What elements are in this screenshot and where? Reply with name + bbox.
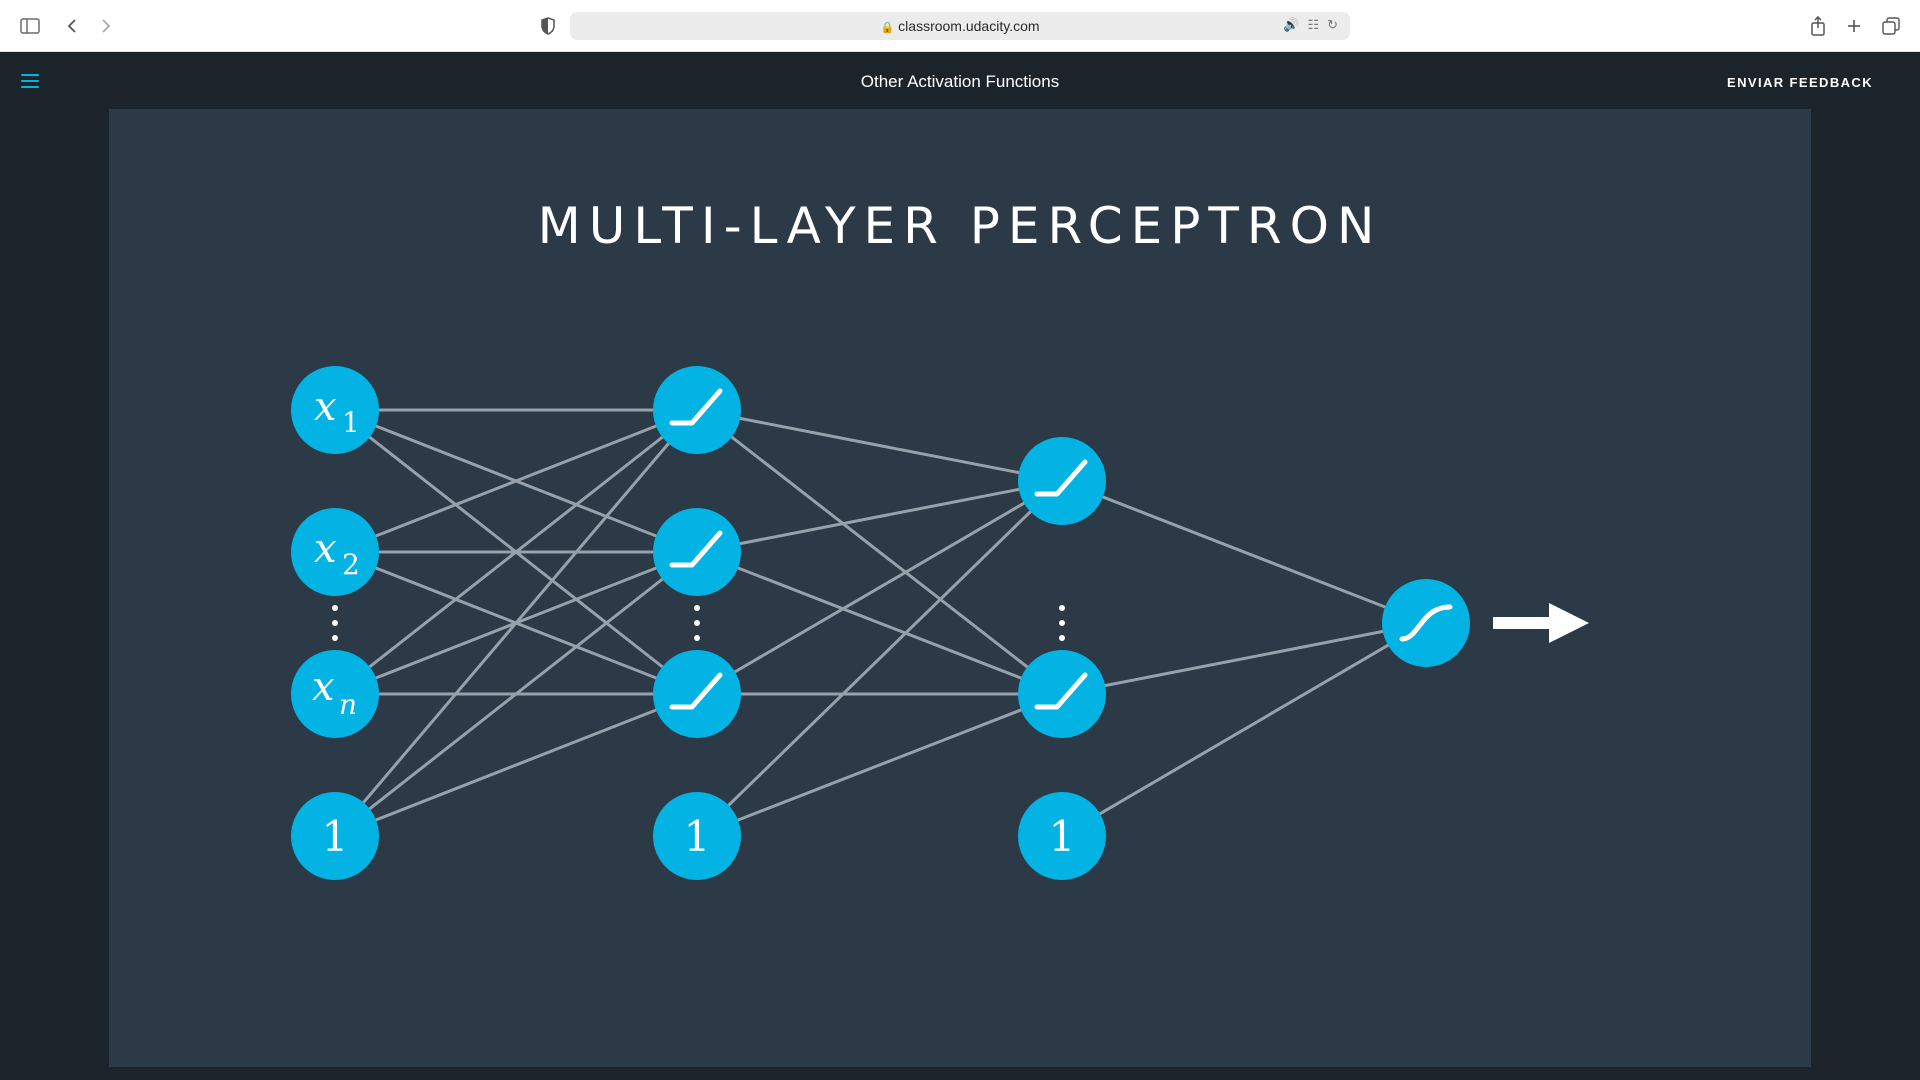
privacy-shield-icon[interactable] [536,14,560,38]
input-node-xn: x n [291,650,379,738]
relu-node [653,366,741,454]
sigmoid-output-node [1382,579,1470,667]
relu-node [653,508,741,596]
video-player[interactable]: MULTI-LAYER PERCEPTRON [109,109,1811,1067]
bias-node-hidden1: 1 [653,792,741,880]
lock-icon: 🔒 [880,22,895,34]
sidebar-toggle-icon[interactable] [18,14,42,38]
bias-node-hidden2: 1 [1018,792,1106,880]
perceptron-diagram: x 1 x 2 x n 1 [291,366,1589,880]
input-var-label: x [312,664,335,710]
output-arrow-icon [1493,603,1589,643]
input-var-label: x [314,384,337,430]
classroom-header: Other Activation Functions ENVIAR FEEDBA… [0,52,1920,109]
bias-label: 1 [684,812,711,861]
forward-icon[interactable] [94,14,118,38]
send-feedback-button[interactable]: ENVIAR FEEDBACK [1727,75,1873,90]
input-subscript: n [339,688,357,721]
bias-label: 1 [322,812,349,861]
url-text: classroom.udacity.com [898,18,1040,34]
input-var-label: x [314,526,337,572]
menu-icon[interactable] [21,73,39,89]
slide-title: MULTI-LAYER PERCEPTRON [537,197,1383,255]
new-tab-icon[interactable] [1842,14,1866,38]
back-icon[interactable] [60,14,84,38]
input-subscript: 1 [342,406,360,439]
share-icon[interactable] [1806,14,1830,38]
ellipsis-dots [332,605,1065,641]
address-bar[interactable]: 🔒classroom.udacity.com 🔊 ☷ ↻ [570,12,1350,40]
audio-icon[interactable]: 🔊 [1283,17,1300,32]
relu-node [1018,437,1106,525]
tab-overview-icon[interactable] [1879,14,1903,38]
input-node-x2: x 2 [291,508,379,596]
reload-icon[interactable]: ↻ [1327,17,1338,32]
network-edges [333,408,1427,838]
page-title: Other Activation Functions [860,72,1060,91]
input-subscript: 2 [342,548,360,581]
relu-node [1018,650,1106,738]
browser-toolbar: 🔒classroom.udacity.com 🔊 ☷ ↻ [0,0,1920,52]
bias-node-input: 1 [291,792,379,880]
relu-node [653,650,741,738]
bias-label: 1 [1049,812,1076,861]
translate-icon[interactable]: ☷ [1307,17,1320,32]
input-node-x1: x 1 [291,366,379,454]
